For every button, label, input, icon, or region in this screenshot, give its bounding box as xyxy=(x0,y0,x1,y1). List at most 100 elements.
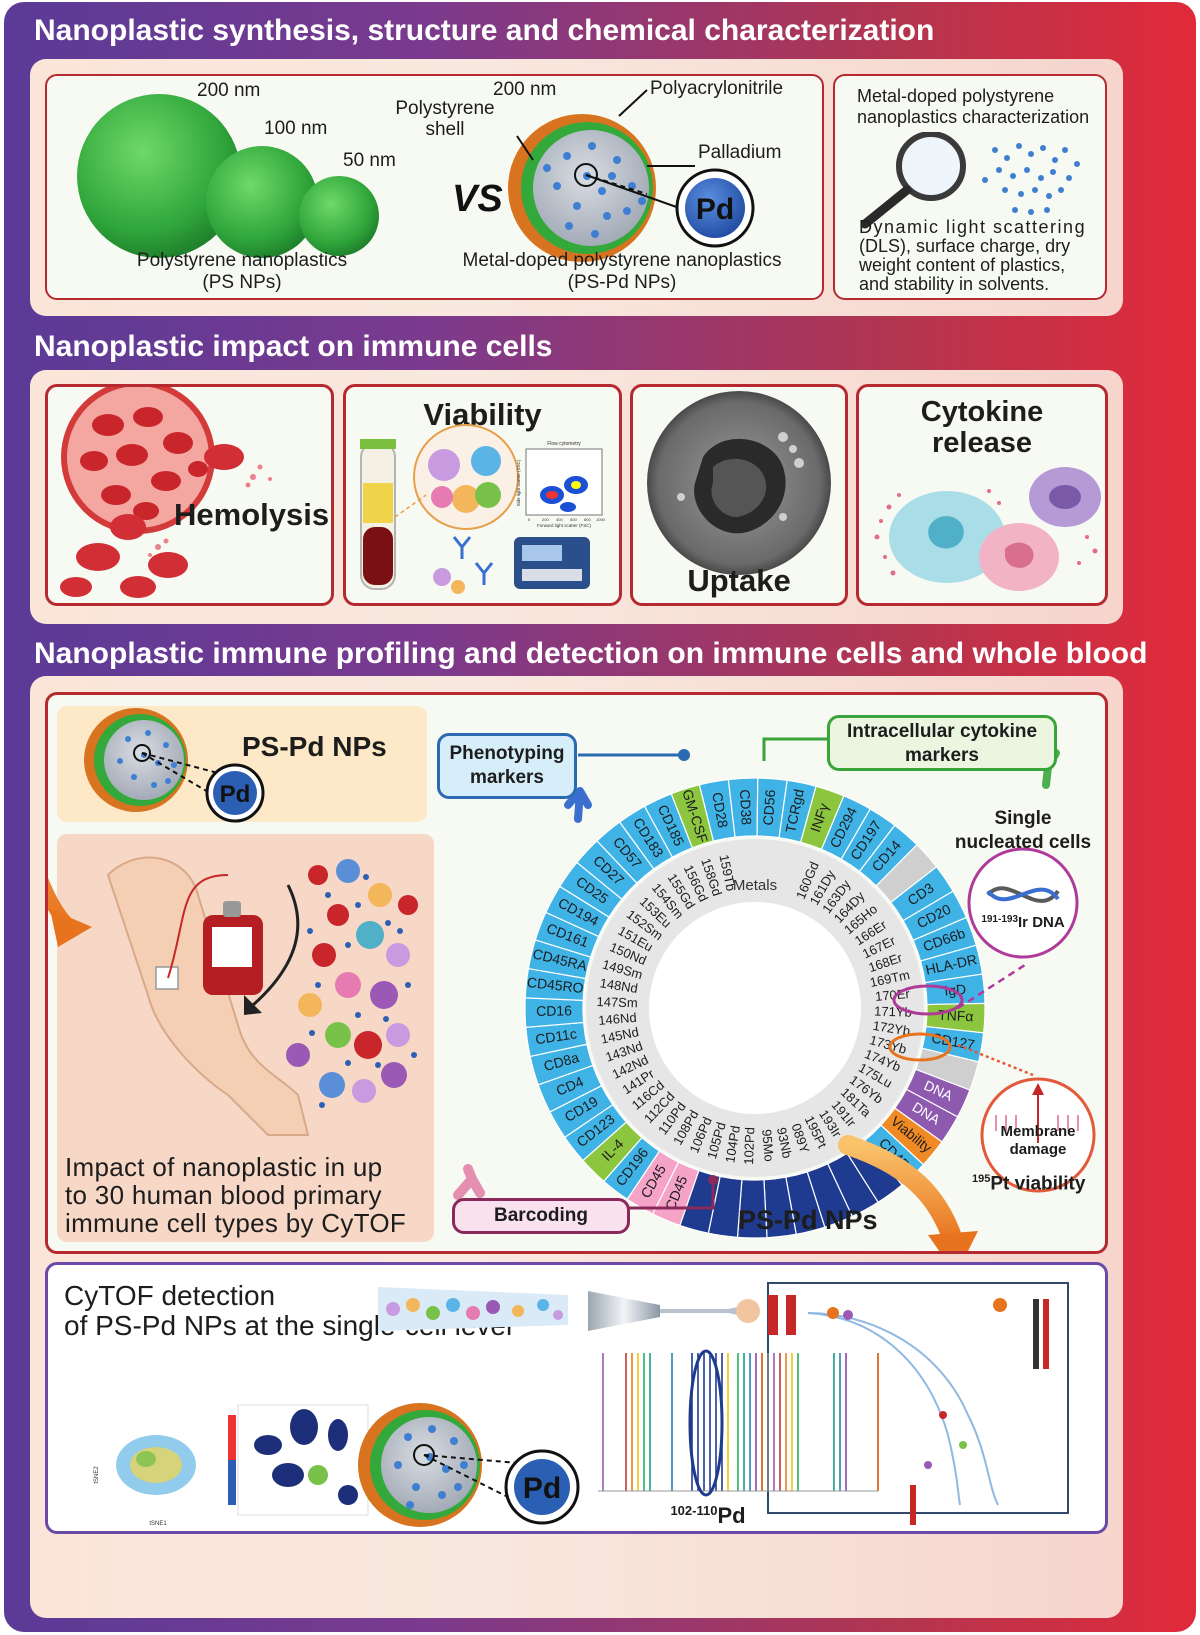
pspd-label-line1: Metal-doped polystyrene nanoplastics xyxy=(462,250,782,271)
pt-sup: 195 xyxy=(972,1173,991,1185)
pd-peaks-highlight xyxy=(688,1349,724,1497)
pspd-label-line2: (PS-Pd NPs) xyxy=(567,272,677,293)
metal-label: 102Pd xyxy=(741,1127,757,1165)
barcoding-connector xyxy=(623,1183,715,1210)
phenotyping-line2: markers xyxy=(470,767,544,788)
shell-label-line1: Polystyrene xyxy=(395,98,495,119)
antibodies xyxy=(433,536,494,594)
pd-mass-label: 102-110Pd xyxy=(670,1503,745,1528)
char-desc-line3: weight content of plastics, xyxy=(859,255,1066,275)
sphere-50nm xyxy=(299,176,379,256)
antibody-pink-icon xyxy=(453,1164,485,1200)
metal-label: 146Nd xyxy=(598,1010,637,1028)
wheel-center xyxy=(649,902,861,1114)
size-50nm-label: 50 nm xyxy=(343,150,396,171)
intracellular-connector xyxy=(762,737,828,761)
cytokine-label: Cytokine release xyxy=(859,397,1105,459)
pt-label: Pt viability xyxy=(990,1173,1086,1195)
detection-card: CyTOF detection of PS-Pd NPs at the sing… xyxy=(45,1262,1108,1534)
metal-label: 148Nd xyxy=(599,975,639,996)
membrane-damage-label: Membrane damage xyxy=(973,1123,1103,1159)
ir-dna-label: 191-193Ir DNA xyxy=(981,914,1065,931)
cytokine-illustration xyxy=(874,467,1101,591)
sphere-100nm xyxy=(206,146,318,258)
intracellular-line1: Intracellular cytokine xyxy=(846,721,1038,742)
size-200nm-label: 200 nm xyxy=(197,80,261,101)
cytokine-label-line2: release xyxy=(932,427,1032,459)
impact-line3: immune cell types by CyTOF xyxy=(65,1208,407,1238)
char-desc-line2: (DLS), surface charge, dry xyxy=(859,236,1071,256)
tsne1-label: tSNE1 xyxy=(149,1521,167,1527)
viability-card: Viability Flow cytometry Forward light s… xyxy=(343,384,622,606)
flow-cytometry-plot: Flow cytometry Forward light scatter (FS… xyxy=(516,441,606,528)
shell-label-line2: shell xyxy=(425,119,465,140)
barcoding-box: Barcoding xyxy=(452,1198,630,1234)
viability-illustration: Flow cytometry Forward light scatter (FS… xyxy=(360,424,606,594)
pd-atom xyxy=(213,771,257,815)
umap-plot xyxy=(237,1404,369,1516)
marker-label: CD11c xyxy=(534,1025,578,1047)
nanoplastic-spheres-illustration: Pd VS xyxy=(77,89,755,262)
hemolysis-label: Hemolysis xyxy=(174,497,330,532)
sphere-200nm xyxy=(77,94,241,258)
uptake-micrograph xyxy=(647,391,831,575)
palladium-atom xyxy=(685,178,745,238)
section-title-profiling: Nanoplastic immune profiling and detecti… xyxy=(34,637,1148,670)
impact-line2: to 30 human blood primary xyxy=(65,1180,382,1210)
ps-nps-label-line1: Polystyrene nanoplastics xyxy=(136,250,348,271)
mass-spectrum xyxy=(602,1353,879,1491)
char-title-line2: nanoplastics characterization xyxy=(857,107,1090,127)
flow-cytometer-instrument xyxy=(514,537,590,589)
profiling-illustration: Pd xyxy=(48,708,1096,1251)
section-title-impact: Nanoplastic impact on immune cells xyxy=(34,330,553,363)
flow-ylabel: Side light scatter (SSC) xyxy=(516,459,521,506)
flow-title: Flow cytometry xyxy=(547,441,581,447)
char-title-line1: Metal-doped polystyrene xyxy=(857,86,1055,106)
polystyrene-shell-label: Polystyrene shell xyxy=(387,98,503,140)
single-nucleated-cells-label: Single nucleated cells xyxy=(943,807,1103,855)
nanoparticle-cloud xyxy=(982,143,1080,215)
nebulizer-cone xyxy=(588,1291,660,1331)
metal-label: 159Tb xyxy=(716,853,738,892)
magnifier-icon xyxy=(896,132,966,201)
characterization-description: Dynamic light scattering (DLS), surface … xyxy=(859,218,1086,294)
cytokine-label-line1: Cytokine xyxy=(920,396,1044,428)
pd-symbol: Pd xyxy=(220,781,251,808)
vs-label: VS xyxy=(452,178,503,220)
characterization-card: Metal-doped polystyrene nanoplastics cha… xyxy=(833,74,1107,300)
metal-label: 172Yb xyxy=(872,1018,911,1039)
hemolysis-card: Hemolysis xyxy=(45,384,334,606)
marker-label: CD45RO xyxy=(526,974,584,996)
palladium-label: Palladium xyxy=(698,142,782,163)
ps-nps-label: Polystyrene nanoplastics (PS NPs) xyxy=(117,250,367,294)
marker-label: CD56 xyxy=(760,789,779,826)
membrane-line2: damage xyxy=(1009,1141,1067,1158)
marker-label: CD28 xyxy=(709,791,731,829)
flow-tick: 400 xyxy=(556,517,563,522)
metal-label: 95Mo xyxy=(759,1129,777,1163)
intracellular-line2: markers xyxy=(905,745,979,766)
membrane-line1: Membrane xyxy=(1000,1123,1076,1140)
antibody-blue-icon xyxy=(564,787,592,823)
dna-highlight xyxy=(892,984,964,1016)
flow-tick: 0 xyxy=(528,517,531,522)
pspd-nps-label: Metal-doped polystyrene nanoplastics (PS… xyxy=(447,250,797,294)
mass-spectrometer xyxy=(767,1282,1069,1514)
metal-label: 93Nb xyxy=(774,1126,795,1160)
arm-illustration xyxy=(106,856,310,1136)
single-line1: Single xyxy=(994,808,1052,829)
characterization-title: Metal-doped polystyrene nanoplastics cha… xyxy=(857,86,1089,128)
blood-bag-icon xyxy=(203,901,263,995)
flow-tick: 600 xyxy=(570,517,577,522)
phenotyping-markers-box: Phenotyping markers xyxy=(437,733,577,799)
single-line2: nucleated cells xyxy=(954,832,1092,853)
flow-tick: 1000 xyxy=(596,517,606,522)
red-blood-cells xyxy=(80,407,208,520)
magnifier-illustration xyxy=(860,132,1080,229)
uptake-label: Uptake xyxy=(687,563,791,598)
size-100nm-label: 100 nm xyxy=(264,118,328,139)
char-desc-line4: and stability in solvents. xyxy=(859,274,1050,294)
cytokine-card: Cytokine release xyxy=(856,384,1108,606)
marker-segment xyxy=(670,784,715,849)
